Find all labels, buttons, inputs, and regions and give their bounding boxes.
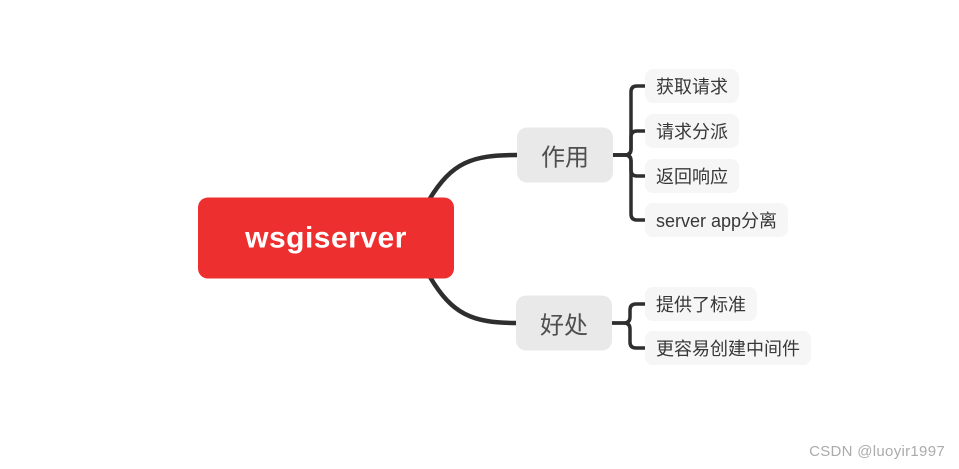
connector-branch2-leaf2: [609, 321, 648, 350]
leaf-node-return-response[interactable]: 返回响应: [645, 159, 739, 193]
root-node[interactable]: wsgiserver: [198, 197, 454, 279]
connector-root-to-branch-2: [427, 274, 519, 326]
connector-branch1-leaf4: [611, 153, 648, 222]
connector-branch2-leaf1: [609, 302, 648, 325]
leaf-node-request-dispatch[interactable]: 请求分派: [645, 114, 739, 148]
watermark: CSDN @luoyir1997: [809, 443, 945, 460]
branch-node-function[interactable]: 作用: [517, 127, 613, 183]
leaf-node-easier-middleware[interactable]: 更容易创建中间件: [645, 331, 811, 365]
leaf-node-get-request[interactable]: 获取请求: [645, 69, 739, 103]
branch-node-benefit[interactable]: 好处: [516, 295, 612, 351]
leaf-node-provides-standard[interactable]: 提供了标准: [645, 287, 757, 321]
connector-root-to-branch-1: [426, 152, 520, 203]
connector-branch1-leaf2: [611, 129, 648, 157]
leaf-node-server-app-separation[interactable]: server app分离: [645, 203, 789, 237]
